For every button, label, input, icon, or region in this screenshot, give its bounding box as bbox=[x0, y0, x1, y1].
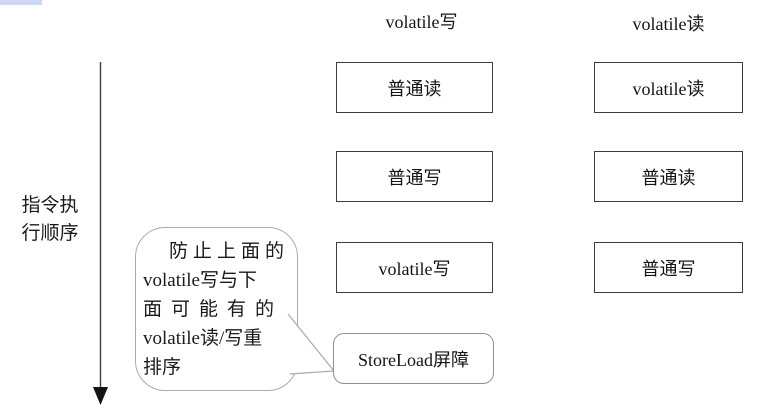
barrier-box-storeload: StoreLoad屏障 bbox=[333, 333, 494, 384]
left-box-normal-write: 普通写 bbox=[336, 151, 493, 202]
callout-line: volatile写与下 bbox=[143, 270, 257, 291]
column-header-volatile-read: volatile读 bbox=[632, 14, 705, 34]
callout-line: 排序 bbox=[143, 357, 182, 378]
left-box-normal-read: 普通读 bbox=[336, 62, 493, 113]
right-box-volatile-read: volatile读 bbox=[594, 62, 743, 113]
right-box-normal-read: 普通读 bbox=[594, 151, 743, 202]
left-box-volatile-write: volatile写 bbox=[336, 242, 493, 293]
callout-line: 防止上面的 bbox=[169, 241, 290, 262]
down-arrow-icon bbox=[93, 387, 108, 405]
callout-line: volatile读/写重 bbox=[143, 328, 263, 349]
execution-order-label-line1: 指令执 bbox=[21, 195, 79, 216]
execution-order-label: 指令执 行顺序 bbox=[14, 192, 86, 248]
callout-bubble: 防止上面的 volatile写与下 面可能有的 volatile读/写重 排序 bbox=[135, 227, 298, 391]
highlight-mark bbox=[0, 0, 42, 5]
callout-line: 面可能有的 bbox=[143, 299, 284, 320]
column-header-volatile-write: volatile写 bbox=[385, 12, 458, 32]
right-box-normal-write: 普通写 bbox=[594, 242, 743, 293]
execution-order-label-line2: 行顺序 bbox=[21, 223, 79, 244]
